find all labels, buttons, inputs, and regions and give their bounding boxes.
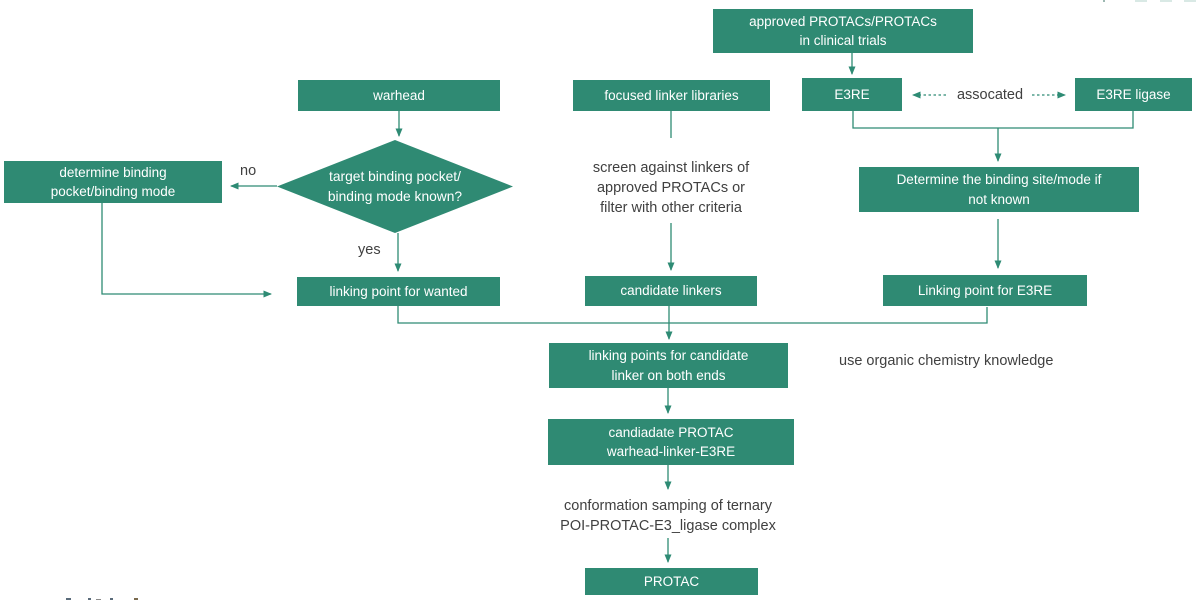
edge-e3re-bracket [852, 111, 1134, 129]
cropped-artifact-top [1103, 0, 1105, 2]
note-screen-linkers: screen against linkers of approved PROTA… [592, 160, 750, 216]
node-warhead: warhead [298, 80, 500, 111]
cropped-artifact-top [1135, 0, 1147, 2]
note-conformation-sampling: conformation samping of ternary POI-PROT… [560, 498, 776, 534]
edge-label-yes: yes [358, 242, 381, 258]
note-use-chemistry: use organic chemistry knowledge [839, 353, 1054, 369]
cropped-text-artifact-bottom [66, 598, 71, 600]
cropped-text-artifact-bottom [110, 598, 113, 600]
decision-binding-known: target binding pocket/ binding mode know… [277, 140, 513, 233]
cropped-text-artifact-bottom [96, 599, 101, 600]
node-protac: PROTAC [585, 568, 758, 595]
node-focused-linker-libraries: focused linker libraries [573, 80, 770, 111]
edge-label-assocated: assocated [956, 87, 1024, 103]
node-determine-binding-pocket: determine binding pocket/binding mode [4, 161, 222, 203]
cropped-text-artifact-bottom [88, 598, 91, 600]
node-linking-points-both-ends: linking points for candidate linker on b… [549, 343, 788, 388]
node-e3re: E3RE [802, 78, 902, 111]
cropped-artifact-top [1184, 0, 1196, 2]
node-e3re-ligase: E3RE ligase [1075, 78, 1192, 111]
edge-label-no: no [240, 163, 257, 179]
cropped-artifact-top [1160, 0, 1172, 2]
node-linking-point-e3re: Linking point for E3RE [883, 275, 1087, 306]
node-determine-binding-site: Determine the binding site/mode if not k… [859, 167, 1139, 212]
edge-merge-right [669, 307, 988, 324]
node-approved-protacs: approved PROTACs/PROTACs in clinical tri… [713, 9, 973, 53]
edge-merge-left [397, 306, 669, 324]
edge-determine-to-linking-wanted [101, 203, 272, 298]
node-candidate-linkers: candidate linkers [585, 276, 757, 306]
cropped-text-artifact-bottom [134, 598, 138, 600]
node-linking-point-wanted: linking point for wanted [297, 277, 500, 306]
node-candidate-protac: candiadate PROTAC warhead-linker-E3RE [548, 419, 794, 465]
